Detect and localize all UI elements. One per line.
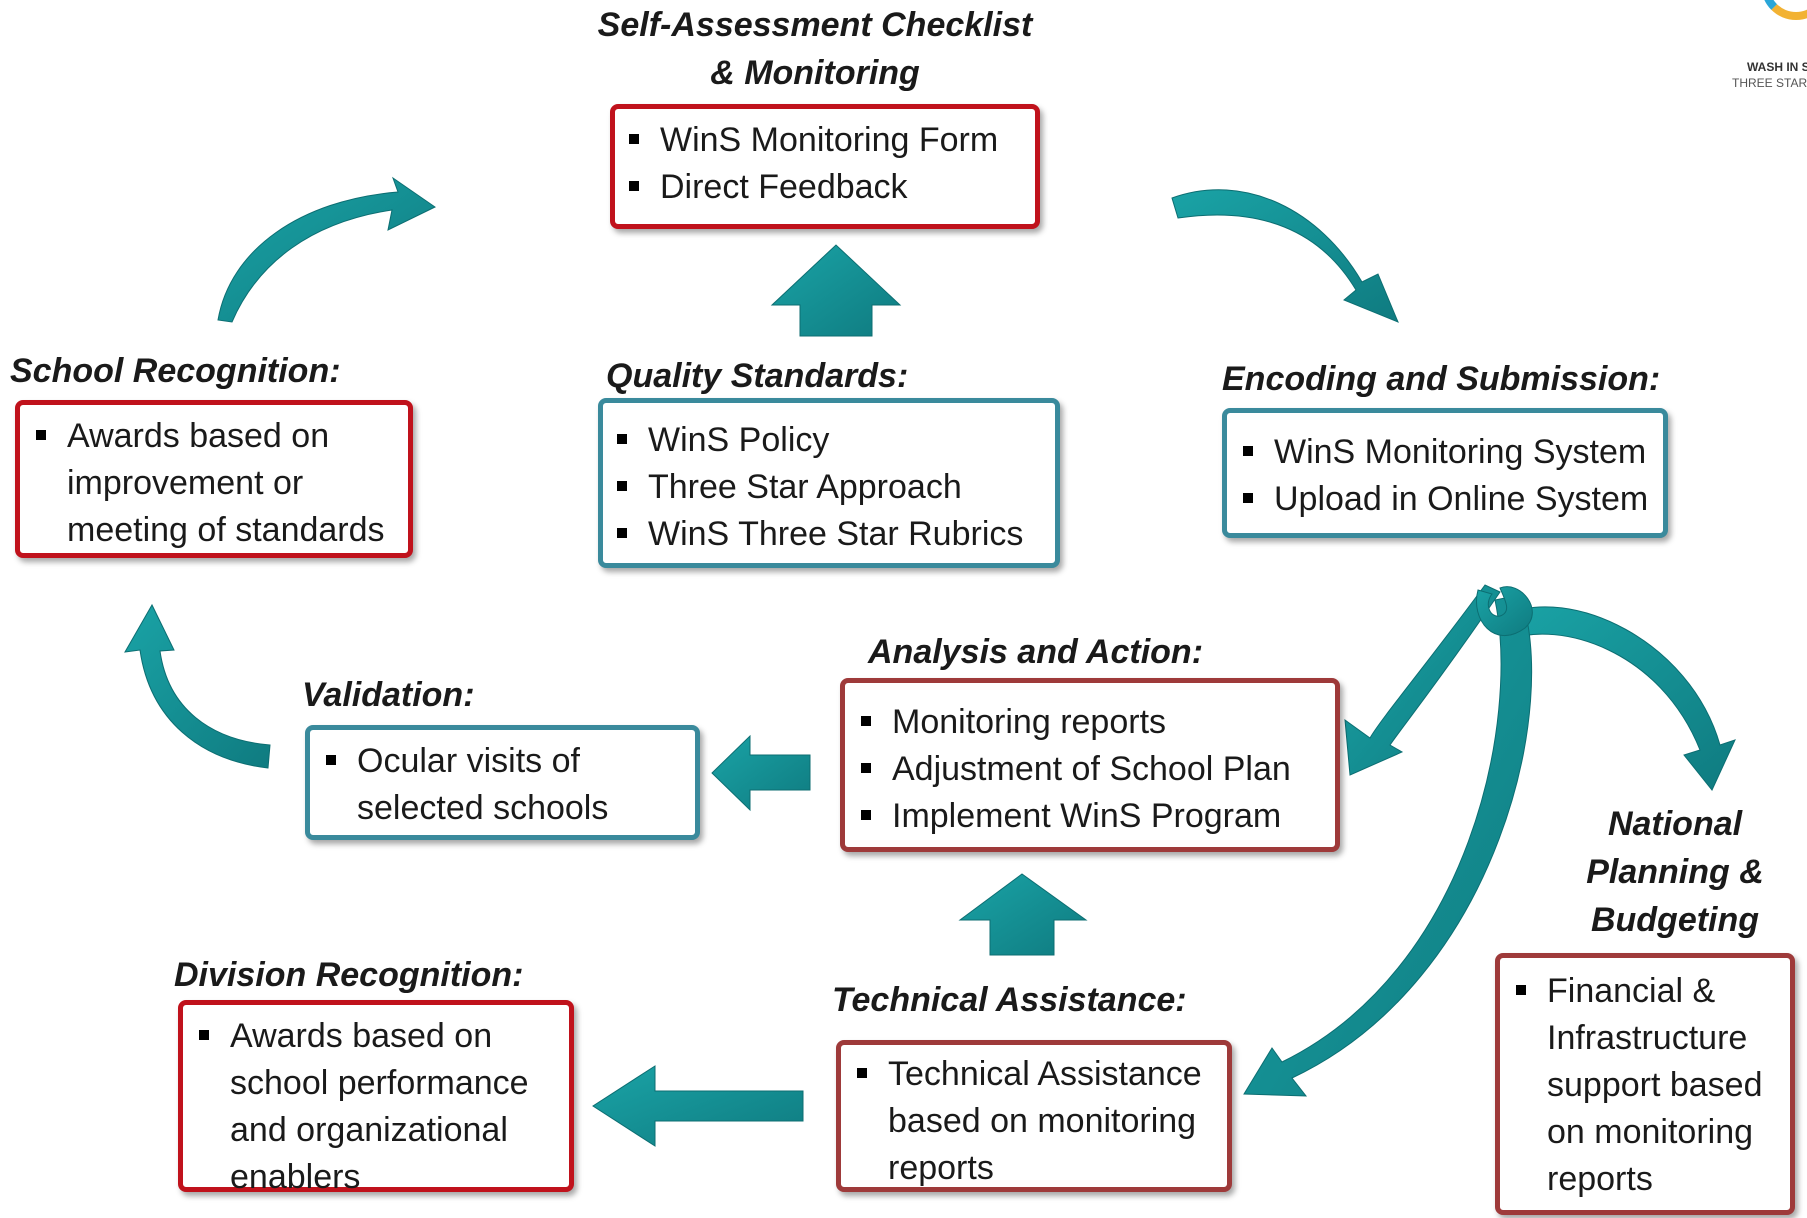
- arrow-curve-self-to-encoding: [1171, 189, 1399, 323]
- self-assessment-title-line2: & Monitoring: [710, 54, 920, 92]
- division-recognition-item: Awards based on school performance and o…: [195, 1013, 561, 1201]
- arrow-up-technical-to-analysis: [958, 873, 1088, 956]
- analysis-item: Implement WinS Program: [857, 793, 1335, 840]
- self-assessment-title-line1: Self-Assessment Checklist: [597, 6, 1033, 44]
- encoding-item: WinS Monitoring System: [1239, 429, 1663, 476]
- national-title-line1: National: [1607, 805, 1743, 843]
- arrow-curve-encoding-to-national: [1504, 606, 1736, 791]
- school-recognition-box: Awards based on improvement or meeting o…: [15, 400, 413, 558]
- wins-logo: WASH IN S THREE STAR: [1725, 0, 1807, 95]
- school-recognition-title: School Recognition:: [10, 352, 341, 390]
- arrow-curve-encoding-to-technical: [1243, 594, 1533, 1097]
- self-assessment-box: WinS Monitoring Form Direct Feedback: [610, 104, 1040, 229]
- analysis-item: Monitoring reports: [857, 699, 1335, 746]
- analysis-item: Adjustment of School Plan: [857, 746, 1335, 793]
- self-assessment-title: Self-Assessment Checklist & Monitoring: [590, 1, 1040, 97]
- logo-ring-icon: [1761, 0, 1807, 20]
- quality-standards-item: Three Star Approach: [613, 464, 1055, 511]
- encoding-box: WinS Monitoring System Upload in Online …: [1222, 408, 1668, 538]
- division-recognition-title: Division Recognition:: [174, 956, 524, 994]
- quality-standards-item: WinS Policy: [613, 417, 1055, 464]
- arrow-up-quality-to-self: [770, 244, 902, 337]
- validation-title: Validation:: [302, 676, 475, 714]
- national-title-line2: Planning &: [1586, 853, 1764, 891]
- quality-standards-box: WinS Policy Three Star Approach WinS Thr…: [598, 398, 1060, 568]
- logo-text-line1: WASH IN S: [1747, 60, 1807, 74]
- arrow-curve-validation-to-school: [124, 603, 271, 769]
- quality-standards-title: Quality Standards:: [606, 357, 909, 395]
- analysis-title: Analysis and Action:: [868, 633, 1204, 671]
- encoding-title: Encoding and Submission:: [1222, 360, 1661, 398]
- encoding-item: Upload in Online System: [1239, 476, 1663, 523]
- logo-text-line2: THREE STAR: [1732, 76, 1807, 90]
- validation-box: Ocular visits of selected schools: [305, 725, 700, 840]
- quality-standards-item: WinS Three Star Rubrics: [613, 511, 1055, 558]
- analysis-box: Monitoring reports Adjustment of School …: [840, 678, 1340, 852]
- national-title: National Planning & Budgeting: [1560, 800, 1790, 944]
- self-assessment-item: WinS Monitoring Form: [625, 117, 1035, 164]
- technical-item: Technical Assistance based on monitoring…: [853, 1051, 1219, 1192]
- national-title-line3: Budgeting: [1590, 901, 1760, 939]
- arrow-left-analysis-to-validation: [711, 734, 811, 812]
- self-assessment-item: Direct Feedback: [625, 164, 1035, 211]
- arrow-curve-encoding-to-analysis: [1344, 584, 1501, 776]
- national-box: Financial & Infrastructure support based…: [1495, 953, 1795, 1215]
- technical-title: Technical Assistance:: [832, 981, 1187, 1019]
- national-item: Financial & Infrastructure support based…: [1512, 968, 1780, 1203]
- division-recognition-box: Awards based on school performance and o…: [178, 1000, 574, 1196]
- validation-item: Ocular visits of selected schools: [322, 738, 695, 832]
- school-recognition-item: Awards based on improvement or meeting o…: [32, 413, 400, 554]
- arrow-left-technical-to-division: [592, 1065, 804, 1147]
- technical-box: Technical Assistance based on monitoring…: [836, 1040, 1232, 1192]
- arrow-hub-swirl: [1476, 586, 1533, 636]
- arrow-curve-school-to-self: [217, 176, 436, 323]
